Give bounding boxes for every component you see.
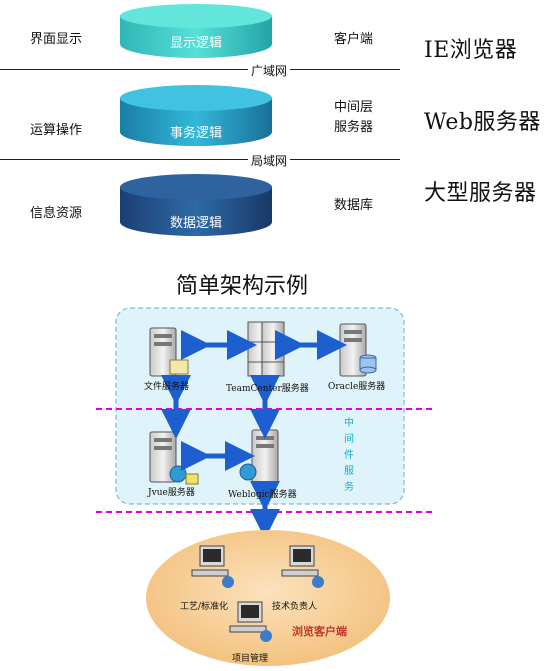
tier3-title: 大型服务器 — [424, 181, 537, 206]
tier2-title: Web服务器 — [424, 110, 541, 135]
oracle-server-label: Oracle服务器 — [328, 382, 386, 392]
connection-arrows — [161, 330, 347, 539]
tier2-disk-label: 事务逻辑 — [170, 126, 223, 141]
client-zone — [146, 530, 390, 666]
tier2-left-label: 运算操作 — [30, 123, 83, 138]
tier2-right-label-line2: 服务器 — [334, 120, 374, 135]
client-tech-label: 技术负责人 — [272, 602, 318, 612]
tier1-disk-label: 显示逻辑 — [170, 36, 223, 51]
tier3-disk-label: 数据逻辑 — [170, 216, 223, 231]
file-server-label: 文件服务器 — [144, 382, 190, 392]
client-project-label: 项目管理 — [232, 654, 269, 664]
wan-label: 广域网 — [248, 62, 291, 79]
client-pc-tech-icon — [281, 545, 324, 588]
teamcenter-server-label: TeamCenter服务器 — [226, 384, 309, 394]
weblogic-server-label: Weblogic服务器 — [228, 490, 297, 500]
architecture-diagram-svg — [96, 307, 436, 666]
client-pc-process-icon — [191, 545, 234, 588]
wan-divider — [0, 69, 400, 70]
lan-divider — [0, 159, 400, 160]
tier1-title: IE浏览器 — [424, 38, 518, 63]
tier1-right-label: 客户端 — [334, 32, 374, 47]
tier-disks-svg — [120, 4, 272, 236]
middleware-label: 中 间 件 服 务 — [344, 418, 354, 493]
data-logic-disk — [120, 174, 272, 236]
tier2-right-label-line1: 中间层 — [334, 100, 374, 115]
client-pc-project-icon — [229, 601, 272, 642]
tier3-left-label: 信息资源 — [30, 206, 83, 221]
jvue-server-label: Jvue服务器 — [148, 488, 195, 498]
teamcenter-server-icon — [247, 321, 285, 377]
display-logic-disk — [120, 4, 272, 58]
tier1-left-label: 界面显示 — [30, 32, 83, 47]
client-process-label: 工艺/标准化 — [180, 602, 229, 612]
tier3-right-label: 数据库 — [334, 198, 374, 213]
lan-label: 局域网 — [248, 152, 291, 169]
example-title: 简单架构示例 — [176, 274, 309, 299]
browser-client-label: 浏览客户端 — [292, 625, 347, 638]
business-logic-disk — [120, 85, 272, 146]
